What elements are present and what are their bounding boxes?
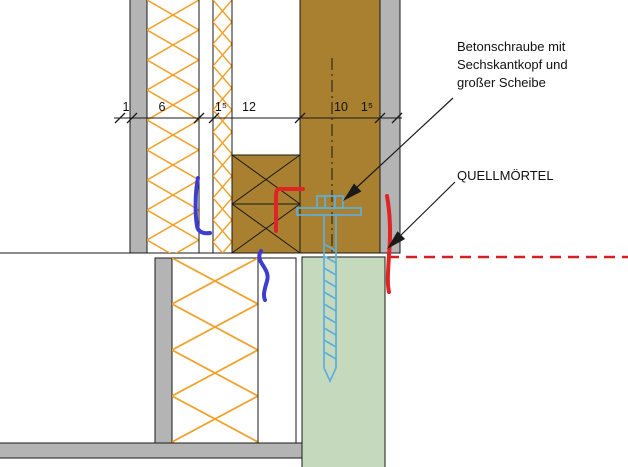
timber-post — [299, 0, 381, 254]
red-markup — [274, 187, 393, 294]
red-marker-stroke-right — [385, 194, 393, 294]
concrete-panel — [301, 256, 386, 467]
lower-insulation-hatch — [172, 258, 258, 443]
dimension-line — [114, 112, 403, 124]
blue-marker-stroke-top — [193, 176, 212, 236]
floor-slab-edge — [0, 442, 303, 459]
upper-insulation-hatch — [147, 0, 199, 253]
dim-label-stud: 12 — [242, 100, 256, 114]
dim-label-plaster: 1 — [122, 100, 130, 114]
mortar-leader-line — [395, 181, 456, 241]
blue-marker-stroke-bottom — [257, 249, 270, 302]
lower-plaster-layer — [154, 257, 173, 444]
mortar-leader-arrowhead — [387, 231, 406, 249]
timber-cross-hatch — [231, 154, 301, 254]
screw-drawing — [296, 195, 362, 384]
blue-markup — [193, 176, 270, 302]
dim-label-board: 1⁵ — [214, 100, 228, 114]
dim-label-timber: 10 — [334, 100, 348, 114]
screw-annotation: Betonschraube mit Sechskantkopf und groß… — [457, 39, 568, 91]
dim-label-outer: 1⁵ — [360, 100, 374, 114]
mortar-annotation: QUELLMÖRTEL — [457, 168, 554, 183]
upper-plaster-layer — [129, 0, 148, 254]
screw-leader-arrowhead — [343, 183, 362, 201]
screw-thread — [323, 243, 337, 360]
red-marker-bracket — [274, 187, 305, 233]
upper-board-layer — [198, 0, 214, 254]
dim-label-insulation: 6 — [158, 100, 166, 114]
screw-tip — [323, 367, 337, 384]
upper-wall-assembly — [129, 0, 401, 254]
screw-washer — [296, 207, 362, 216]
leaders — [343, 97, 456, 249]
lower-wall-assembly — [0, 256, 386, 467]
screw-leader-line — [353, 97, 454, 191]
upper-cavity-insulation-hatch — [213, 0, 232, 253]
dimension-ticks — [114, 112, 403, 124]
